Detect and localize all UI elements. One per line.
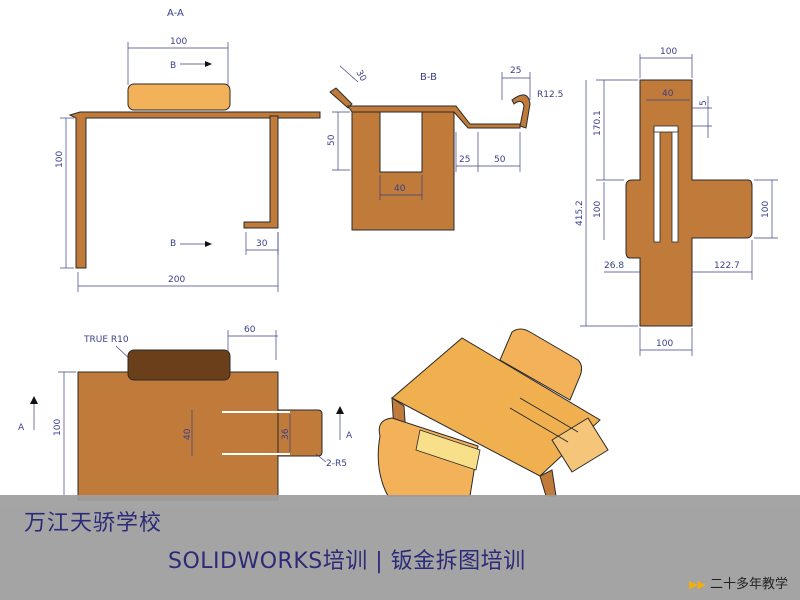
- bb-dim-height: 50: [327, 134, 337, 146]
- double-arrow-icon: ▶▶: [689, 578, 706, 591]
- view-bb-label: B-B: [420, 72, 437, 83]
- bb-dim-extend: 50: [494, 155, 506, 165]
- view-front: TRUE R10 60 40 36 2-R5 100 A A: [18, 325, 353, 501]
- aa-raised-tab: [127, 83, 231, 111]
- bb-slot: [381, 113, 421, 171]
- flat-dim-right-tab: 122.7: [714, 261, 740, 271]
- flat-dim-right: 100: [761, 201, 771, 218]
- front-dim-relief: 2-R5: [326, 459, 347, 469]
- view-isometric: [377, 328, 609, 497]
- flat-dim-slot-width: 40: [662, 89, 674, 99]
- flat-dim-left-tab: 26.8: [604, 261, 624, 271]
- view-aa: A-A 100 B 100 B 30 200: [55, 8, 321, 292]
- aa-dim-top: 100: [170, 37, 187, 47]
- front-body: [77, 371, 279, 501]
- front-dim-height: 100: [53, 419, 63, 436]
- flat-dim-bottom: 100: [656, 339, 673, 349]
- front-dim-tab2: 36: [281, 428, 291, 440]
- footer-banner: 万江天骄学校 SOLIDWORKS培训 | 钣金拆图培训 ▶▶二十多年教学: [0, 495, 800, 600]
- bb-body: [351, 111, 455, 231]
- aa-body-profile: [68, 111, 321, 269]
- flat-dim-total: 415.2: [575, 200, 585, 226]
- view-flat-pattern: 100 40 5 170.1 100 415.2 100 26.8: [575, 47, 778, 356]
- bb-dim-hook: 25: [510, 66, 521, 76]
- view-aa-label: A-A: [167, 8, 184, 19]
- flat-dim-mid: 100: [593, 201, 603, 218]
- course-title: SOLIDWORKS培训 | 钣金拆图培训: [168, 549, 526, 574]
- front-dim-top: 60: [244, 325, 256, 335]
- experience-tag-text: 二十多年教学: [709, 577, 788, 592]
- bb-dim-radius: R12.5: [537, 90, 563, 100]
- aa-section-mark-bottom: B: [170, 239, 176, 249]
- experience-tag: ▶▶二十多年教学: [689, 573, 788, 592]
- school-name: 万江天骄学校: [24, 511, 163, 536]
- front-note: TRUE R10: [83, 335, 129, 345]
- flat-dim-upper: 170.1: [593, 110, 603, 136]
- bb-hook: [511, 94, 531, 129]
- front-dim-tab: 40: [183, 428, 193, 440]
- aa-dim-width: 200: [168, 275, 185, 285]
- flat-blank: [625, 79, 753, 327]
- aa-dim-height: 100: [55, 151, 65, 168]
- aa-section-mark-top: B: [170, 61, 176, 71]
- bb-dim-step: 25: [459, 155, 470, 165]
- flat-dim-small: 5: [699, 100, 709, 106]
- flat-dim-top: 100: [660, 47, 677, 57]
- aa-right-flange: [243, 115, 279, 229]
- aa-dim-flange: 30: [256, 239, 268, 249]
- front-raised-tab: [127, 349, 231, 381]
- bb-dim-slot: 40: [394, 184, 406, 194]
- front-section-mark-left: A: [18, 423, 25, 433]
- front-section-mark-right: A: [346, 431, 353, 441]
- view-bb: B-B 30 25 R12.5 50 40 25 50: [327, 65, 563, 231]
- bb-dim-angle: 30: [353, 69, 368, 84]
